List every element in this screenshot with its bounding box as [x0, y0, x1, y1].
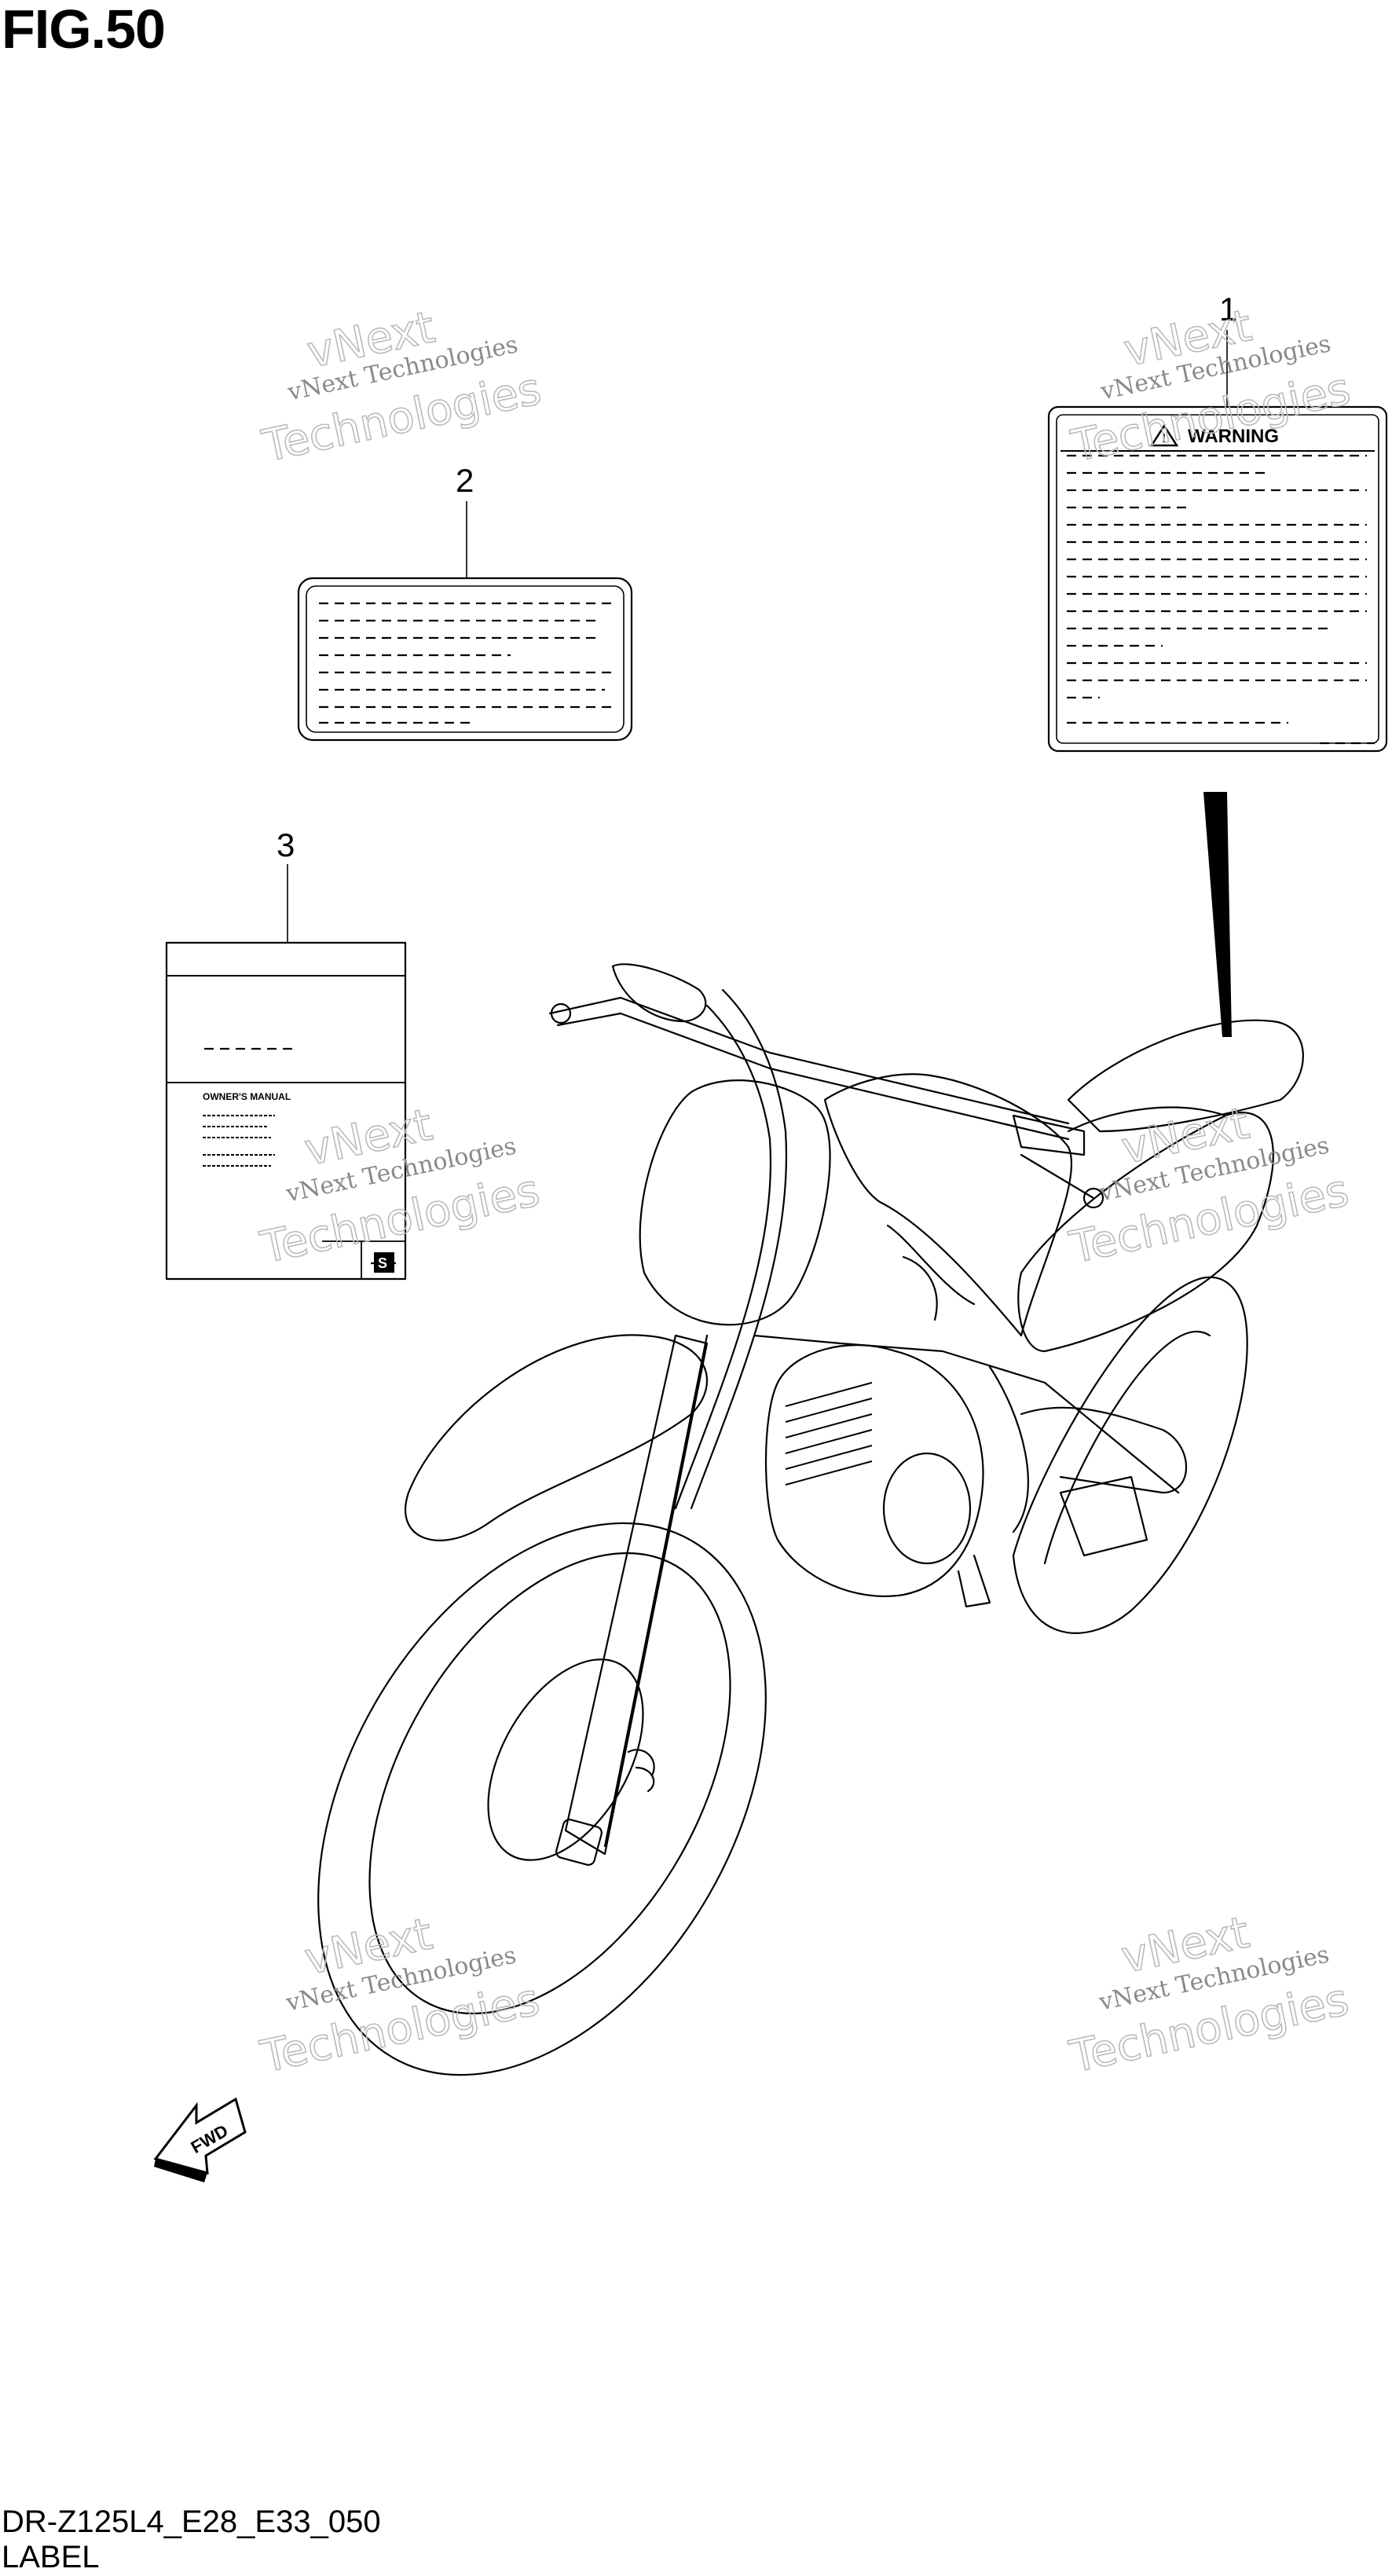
warning-heading: WARNING [1188, 426, 1279, 447]
info-label [297, 577, 633, 742]
callout-number-3: 3 [277, 826, 295, 863]
figure-title: FIG.50 [2, 0, 166, 60]
leader-arrow [1203, 792, 1232, 1037]
svg-text:S: S [378, 1255, 387, 1271]
watermark-top-left: vNext vNext Technologies Technologies [257, 301, 546, 473]
callout-number-1: 1 [1219, 291, 1237, 328]
watermark-mid-left: vNext vNext Technologies Technologies [255, 1099, 544, 1275]
warning-label: ! WARNING [1047, 405, 1388, 753]
callout-number-2: 2 [456, 462, 474, 499]
svg-text:!: ! [1162, 432, 1166, 445]
owners-manual-heading: OWNER'S MANUAL [203, 1091, 291, 1102]
motorcycle-illustration [317, 963, 1304, 2076]
callout-1[interactable]: 1 [1219, 291, 1237, 407]
callout-2[interactable]: 2 [456, 462, 474, 578]
fwd-arrow-icon: FWD [153, 2097, 247, 2182]
watermark-mid-right: vNext vNext Technologies Technologies [1064, 1097, 1354, 1275]
warning-triangle-icon: ! [1149, 423, 1179, 447]
watermark-bottom-left: vNext vNext Technologies Technologies [255, 1908, 544, 2084]
owners-manual: OWNER'S MANUAL S [165, 941, 407, 1281]
figure-caption: LABEL [2, 2540, 100, 2574]
callout-3[interactable]: 3 [277, 826, 295, 943]
watermark-top-right: vNext vNext Technologies Technologies [1066, 299, 1355, 473]
figure-code: DR-Z125L4_E28_E33_050 [2, 2505, 381, 2539]
watermark-bottom-right: vNext vNext Technologies Technologies [1064, 1907, 1354, 2084]
